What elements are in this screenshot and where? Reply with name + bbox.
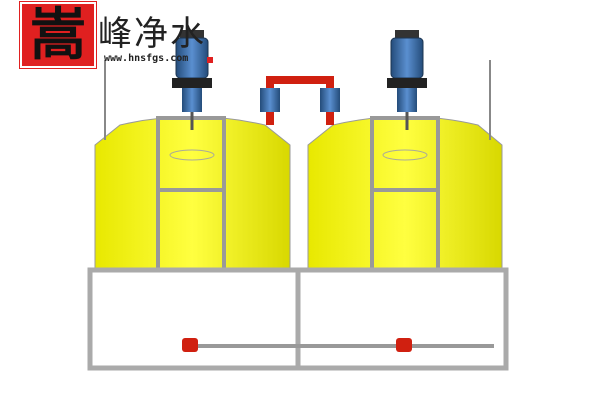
right-motor <box>387 30 427 130</box>
outlet-pipe <box>182 338 494 352</box>
transfer-pipe <box>260 76 340 125</box>
logo-mark-text: 嵩 <box>30 2 86 68</box>
logo-name: 峰净水 <box>98 14 206 54</box>
level-gauges <box>104 60 491 140</box>
left-motor <box>172 30 212 130</box>
left-tank <box>94 116 291 273</box>
logo-dot <box>207 57 213 63</box>
base-frame <box>87 267 509 371</box>
logo-mark: 嵩 <box>19 1 97 69</box>
logo-url: www.hnsfgs.com <box>104 53 189 64</box>
right-tank <box>307 116 503 273</box>
